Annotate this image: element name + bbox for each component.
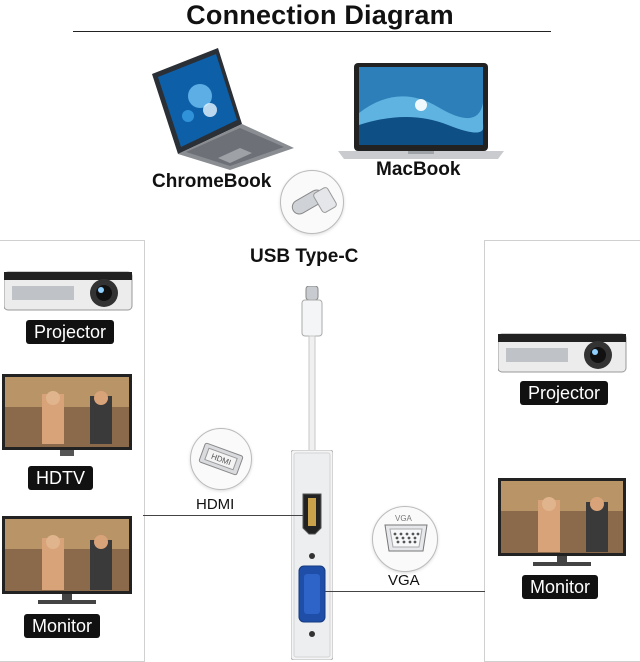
right-monitor-image	[498, 478, 628, 568]
right-monitor-label: Monitor	[522, 575, 599, 599]
chromebook-label: ChromeBook	[152, 171, 272, 192]
right-projector-image	[498, 330, 628, 376]
macbook-laptop-image	[338, 63, 504, 163]
left-hdtv-image	[2, 374, 134, 456]
hdmi-connector-icon: HDMI	[190, 428, 252, 490]
macbook-label: MacBook	[376, 159, 461, 180]
hdmi-connection-line	[143, 515, 303, 516]
usb-type-c-label: USB Type-C	[250, 246, 359, 267]
vga-icon-text: VGA	[395, 514, 413, 523]
usb-c-plug-icon	[280, 170, 344, 234]
left-projector-label: Projector	[26, 320, 115, 344]
left-projector-image	[4, 268, 134, 314]
right-projector-label: Projector	[520, 381, 609, 405]
adapter-hub-body	[291, 450, 333, 660]
vga-connector-icon: VGA	[372, 506, 438, 572]
vga-port-label: VGA	[388, 572, 420, 589]
usb-c-adapter-plug	[300, 286, 324, 456]
title-underline	[73, 31, 551, 32]
diagram-title: Connection Diagram	[186, 0, 454, 30]
hdmi-port-label: HDMI	[196, 496, 235, 513]
left-monitor-image	[2, 516, 134, 606]
chromebook-laptop-image	[148, 46, 296, 170]
vga-connection-line	[325, 591, 485, 592]
left-hdtv-label: HDTV	[28, 466, 93, 490]
left-monitor-label: Monitor	[24, 614, 101, 638]
